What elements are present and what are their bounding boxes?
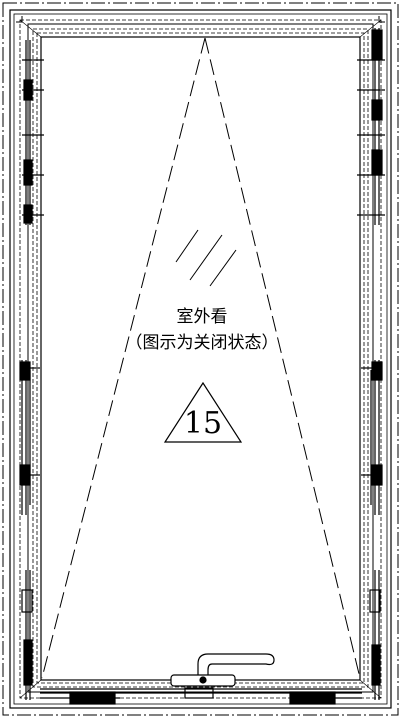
right-hardware-top [357, 28, 385, 225]
left-hardware-middle [19, 360, 40, 515]
state-note-label: （图示为关闭状态） [126, 333, 279, 353]
marker-triangle: 15 [163, 381, 243, 443]
left-hardware-top [22, 40, 44, 225]
view-side-label: 室外看 [177, 307, 228, 327]
handle-icon [170, 653, 275, 687]
right-hardware-middle [361, 360, 383, 515]
corner-fixings [16, 16, 385, 699]
glass-hatch [175, 229, 237, 287]
outer-frame [9, 9, 392, 709]
bottom-hardware-rail [40, 687, 362, 705]
opening-indication-lines [41, 37, 361, 679]
right-hardware-bottom [369, 570, 381, 700]
sash-frame [27, 23, 374, 693]
marker-number: 15 [184, 406, 222, 441]
left-hardware-bottom [21, 570, 33, 700]
